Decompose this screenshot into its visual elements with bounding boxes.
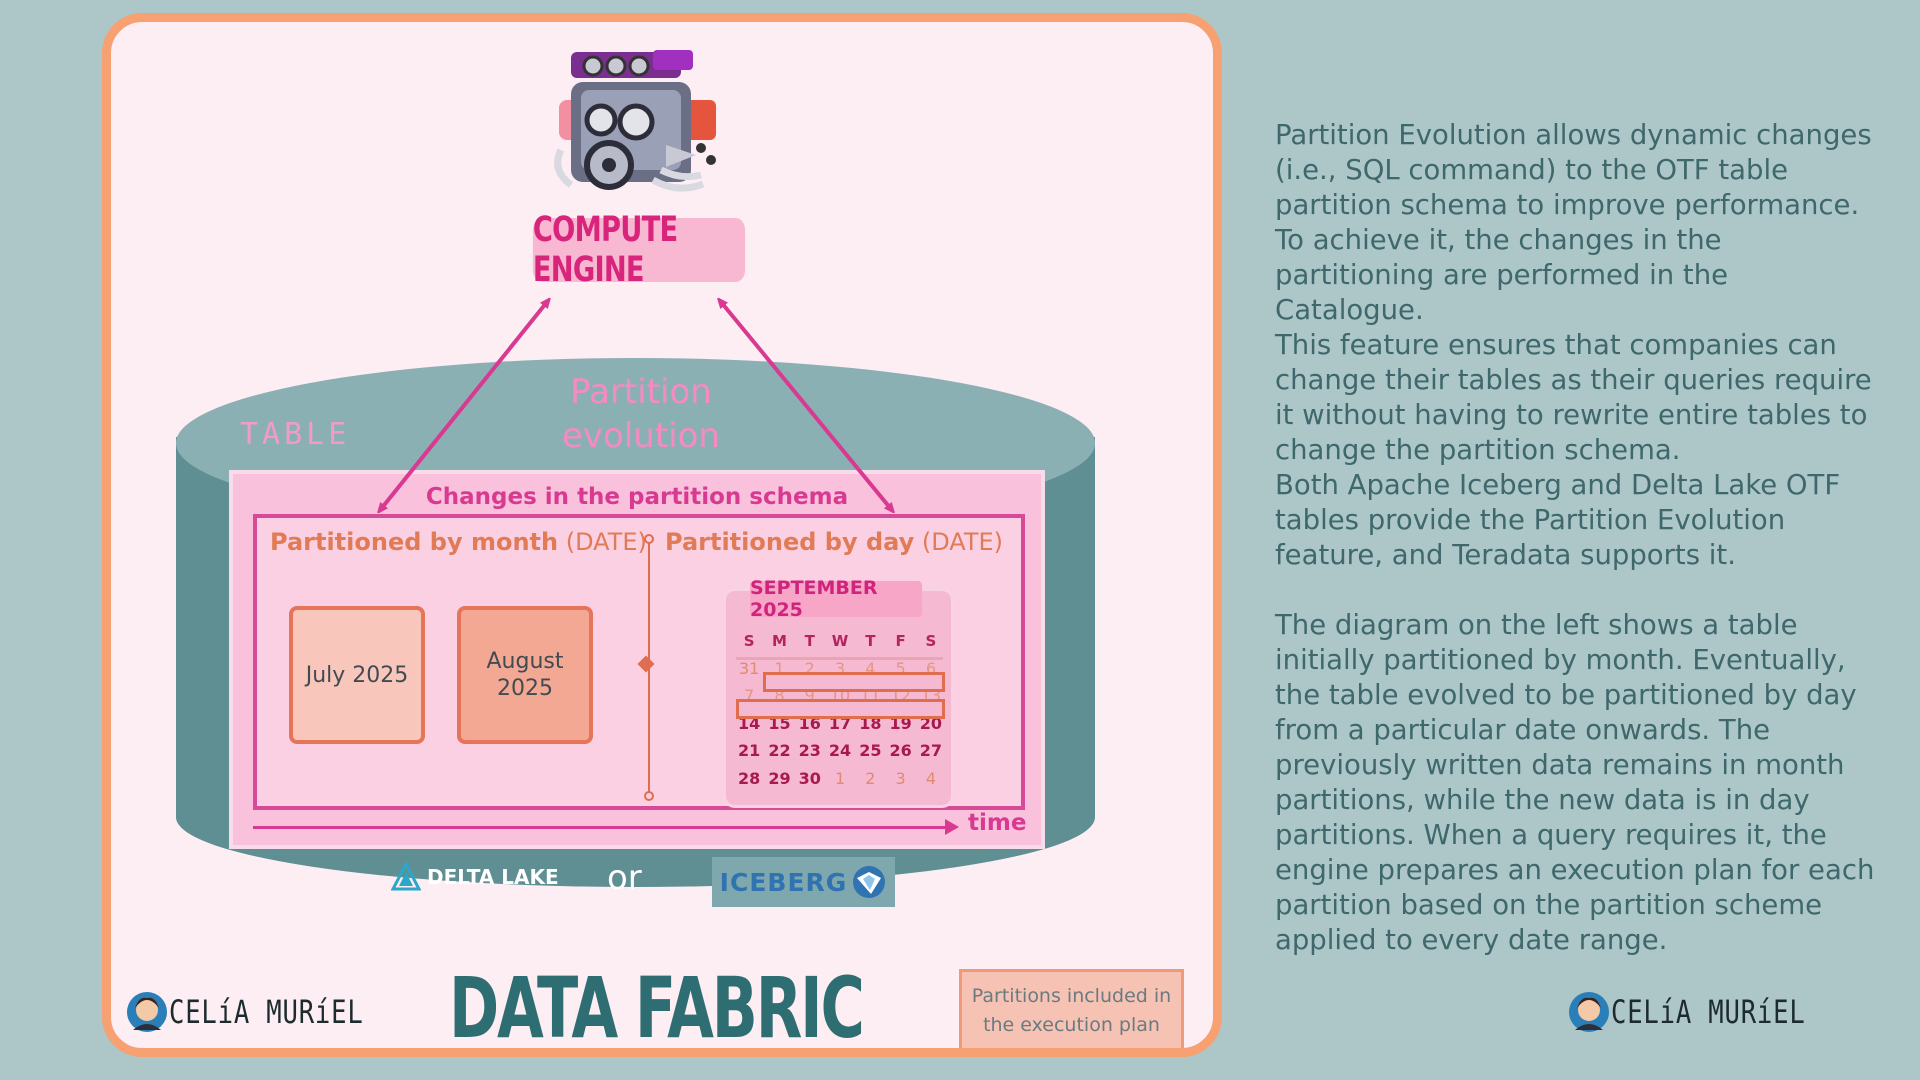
calendar-week: 21 22 23 24 25 26 27 bbox=[734, 737, 954, 765]
day-cell: 27 bbox=[919, 741, 943, 761]
description-paragraph: The diagram on the left shows a table in… bbox=[1275, 609, 1875, 956]
day-cell: 23 bbox=[798, 741, 821, 761]
delta-lake-label: DELTA LAKE bbox=[427, 865, 559, 889]
author-name: CELíA MURíEL bbox=[169, 993, 364, 1031]
dow-cell: F bbox=[895, 631, 906, 650]
calendar-title: SEPTEMBER 2025 bbox=[750, 577, 922, 621]
day-heading-bold: Partitioned by day bbox=[665, 528, 915, 556]
day-cell: 6 bbox=[925, 658, 937, 678]
month-heading-bold: Partitioned by month bbox=[270, 528, 559, 556]
description-paragraph: Partition Evolution allows dynamic chang… bbox=[1275, 119, 1872, 326]
month-heading-type: (DATE) bbox=[558, 528, 647, 556]
time-label: time bbox=[968, 810, 1027, 836]
day-cell: 21 bbox=[738, 741, 761, 761]
footer-signature: CELíA MURíEL bbox=[1567, 990, 1854, 1034]
table-label: TABLE bbox=[240, 417, 351, 452]
time-arrow-line bbox=[253, 826, 948, 829]
day-cell: 24 bbox=[828, 741, 852, 761]
day-cell: 22 bbox=[768, 741, 791, 761]
day-cell: 1 bbox=[774, 658, 785, 678]
compute-engine-label: COMPUTE ENGINE bbox=[532, 210, 746, 290]
schema-title: Changes in the partition schema bbox=[425, 484, 849, 510]
day-cell: 5 bbox=[895, 658, 906, 678]
day-heading-type: (DATE) bbox=[914, 528, 1004, 556]
calendar-days-of-week: S M T W T F S bbox=[734, 627, 954, 655]
day-cell: 7 bbox=[744, 686, 755, 706]
day-cell: 31 bbox=[738, 658, 760, 678]
data-fabric-title: DATA FABRIC bbox=[449, 959, 865, 1057]
day-cell: 2 bbox=[804, 658, 815, 678]
footer-author-name: CELíA MURíEL bbox=[1611, 993, 1806, 1031]
day-cell: 30 bbox=[798, 768, 821, 788]
delta-lake-icon bbox=[391, 862, 421, 891]
day-cell: 1 bbox=[834, 768, 846, 788]
day-cell: 2 bbox=[865, 768, 876, 788]
included-week-highlight bbox=[763, 672, 945, 692]
or-label: or bbox=[607, 858, 642, 898]
avatar bbox=[127, 992, 167, 1032]
calendar-week: 28 29 30 1 2 3 4 bbox=[734, 765, 954, 793]
dow-cell: T bbox=[804, 631, 815, 650]
delta-lake-logo: DELTA LAKE bbox=[391, 862, 559, 892]
partition-schema-panel: Changes in the partition schema Partitio… bbox=[229, 470, 1045, 849]
iceberg-logo: ICEBERG bbox=[712, 857, 895, 907]
calendar-week: 31 1 2 3 4 5 6 bbox=[734, 655, 954, 683]
dow-cell: S bbox=[743, 631, 755, 650]
calendar: SEPTEMBER 2025 S M T W T F S 31 1 2 bbox=[723, 577, 954, 808]
description-text: Partition Evolution allows dynamic chang… bbox=[1275, 118, 1875, 958]
day-cell: 26 bbox=[889, 741, 912, 761]
time-arrow-head-icon bbox=[945, 819, 959, 835]
calendar-header-rule bbox=[736, 657, 943, 660]
divider-diamond-icon bbox=[637, 655, 655, 673]
description-paragraph: This feature ensures that companies can … bbox=[1275, 329, 1872, 466]
day-cell: 4 bbox=[865, 658, 876, 678]
dow-cell: S bbox=[925, 631, 937, 650]
day-cell: 9 bbox=[804, 686, 815, 706]
day-cell: 29 bbox=[768, 768, 791, 788]
partition-evolution-label: Partition evolution bbox=[541, 370, 741, 458]
day-cell: 25 bbox=[859, 741, 882, 761]
day-cell: 4 bbox=[925, 768, 937, 788]
author-signature: CELíA MURíEL bbox=[125, 990, 412, 1034]
engine-icon bbox=[554, 50, 716, 192]
day-partition-heading: Partitioned by day (DATE) bbox=[665, 528, 1003, 556]
partition-evolution-line1: Partition bbox=[570, 372, 712, 412]
partition-schema-frame: Partitioned by month (DATE) Partitioned … bbox=[253, 514, 1025, 810]
dow-cell: T bbox=[865, 631, 876, 650]
included-week-highlight bbox=[736, 699, 945, 719]
iceberg-icon bbox=[853, 866, 886, 898]
day-cell: 8 bbox=[774, 686, 785, 706]
description-paragraph: Both Apache Iceberg and Delta Lake OTF t… bbox=[1275, 469, 1841, 571]
divider-bottom-dot bbox=[644, 791, 654, 801]
dow-cell: M bbox=[771, 631, 787, 650]
divider-top-dot bbox=[644, 534, 654, 544]
execution-plan-legend: Partitions included in the execution pla… bbox=[959, 969, 1184, 1048]
day-cell: 28 bbox=[738, 768, 761, 788]
dow-cell: W bbox=[831, 631, 849, 650]
partition-evolution-line2: evolution bbox=[562, 416, 720, 456]
partition-august: August 2025 bbox=[457, 606, 593, 744]
partition-july: July 2025 bbox=[289, 606, 425, 744]
iceberg-label: ICEBERG bbox=[719, 867, 848, 897]
avatar bbox=[1569, 992, 1609, 1032]
day-cell: 3 bbox=[834, 658, 846, 678]
day-cell: 3 bbox=[895, 768, 906, 788]
month-partition-heading: Partitioned by month (DATE) bbox=[270, 528, 647, 556]
diagram-card: COMPUTE ENGINE TABLE Partition evolution… bbox=[102, 13, 1222, 1057]
